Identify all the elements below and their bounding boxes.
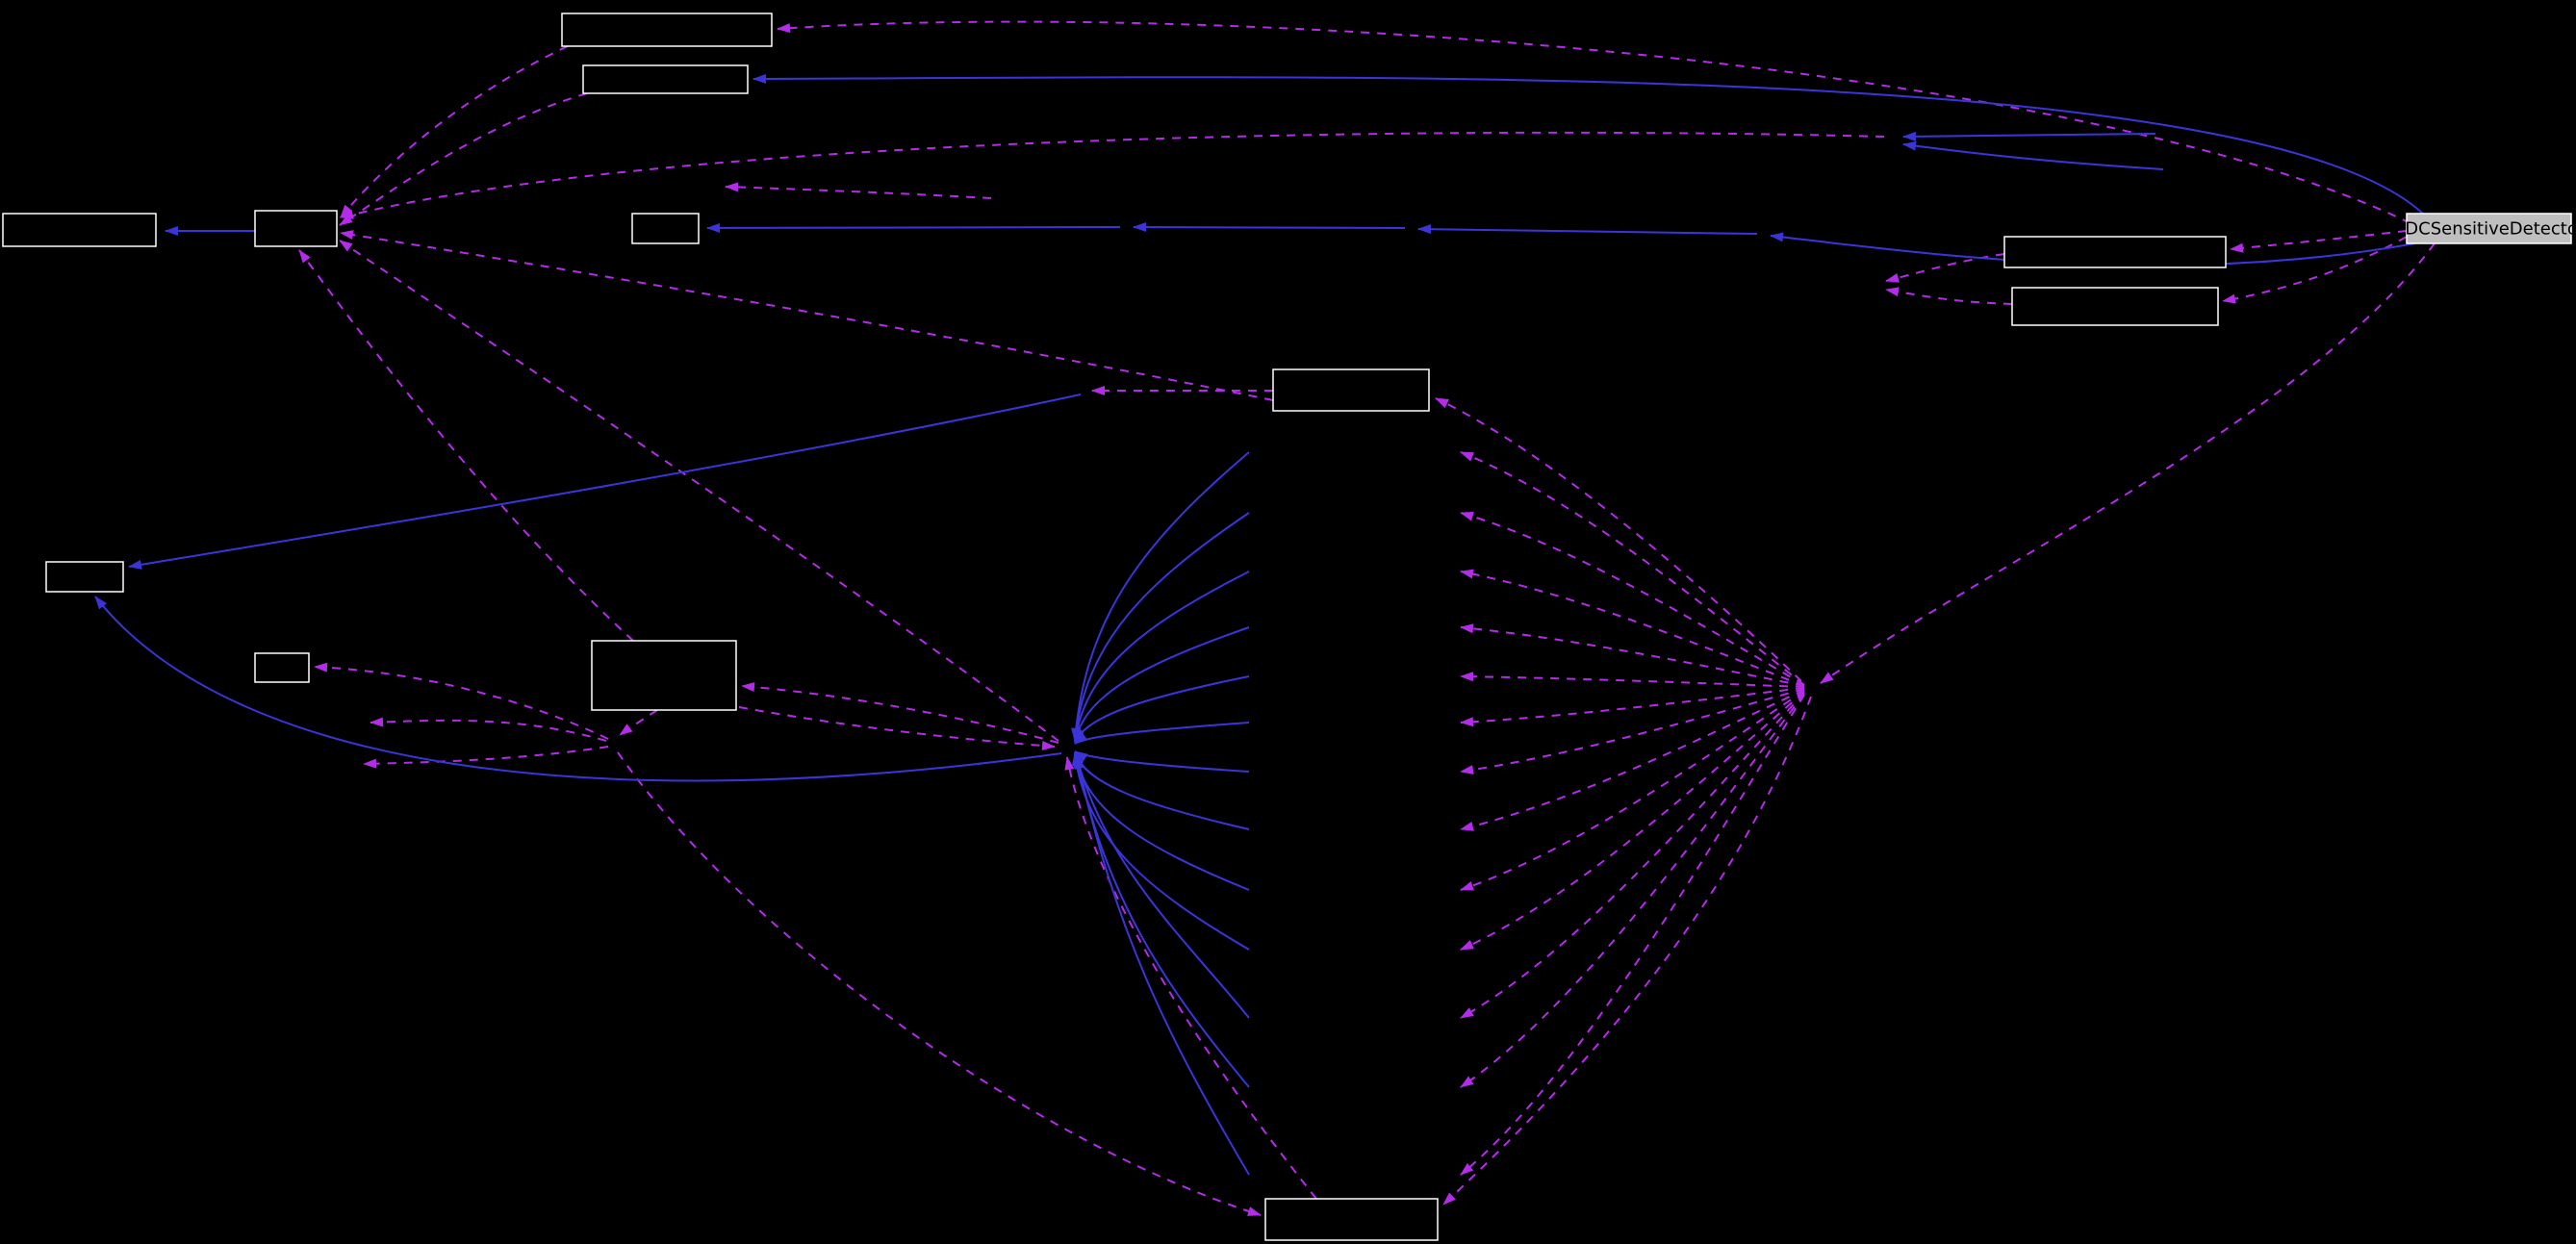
- edge-d-fan-1: [1460, 451, 1805, 686]
- node-cdc-sensitive-detector[interactable]: CDCSensitiveDetector: [2393, 213, 2576, 244]
- edge-d-ctr-hub: [340, 230, 1274, 401]
- edge-s-chain1: [1417, 224, 1758, 235]
- nodes-layer: CDCSensitiveDetector: [2, 13, 2576, 1241]
- edge-s-bfan-7: [1074, 750, 1250, 773]
- edge-d-hubr-bot: [1442, 696, 1812, 1206]
- edge-d-fan-5: [1460, 672, 1805, 688]
- edge-d-top2-hub: [339, 92, 588, 226]
- node-box-box-top-1[interactable]: [561, 13, 773, 47]
- edge-d-f-r1: [2230, 230, 2408, 253]
- edge-d-fan-8: [1460, 689, 1805, 831]
- node-box-box-center[interactable]: [1272, 368, 1430, 412]
- edge-d-fan-2: [1460, 511, 1805, 686]
- edge-d-f-top1: [777, 20, 2411, 224]
- edge-s-bfan-4: [1072, 626, 1250, 743]
- edge-s-inv-j: [128, 394, 1082, 570]
- node-box-left-wide[interactable]: [2, 213, 157, 247]
- edge-d-fan-9: [1460, 690, 1805, 891]
- node-box-box-low-left-1[interactable]: [45, 561, 124, 593]
- edge-d-fan-3: [1460, 569, 1805, 687]
- node-box-box-mid-small[interactable]: [631, 213, 700, 244]
- edge-d-hubk-i1: [370, 717, 607, 742]
- edge-d-bot-hubl: [1064, 756, 1317, 1200]
- edge-s-bfan-1: [1071, 451, 1250, 742]
- node-box-low-left-3[interactable]: [591, 640, 737, 711]
- edge-d-fan-4: [1460, 623, 1805, 687]
- edge-d-hubr-ctr: [1435, 397, 1802, 682]
- edge-d-l3-hubl: [738, 706, 1056, 751]
- edge-d-top1-hub: [340, 45, 569, 218]
- node-box-box-right-2[interactable]: [2011, 287, 2219, 326]
- edge-d-f-hubr: [1820, 242, 2436, 684]
- node-box-right-1[interactable]: [2003, 236, 2227, 268]
- node-box-right-2[interactable]: [2011, 287, 2219, 326]
- edge-s-f-top2: [752, 73, 2426, 216]
- node-box-box-low-left-2[interactable]: [254, 652, 310, 683]
- edge-d-fan-7: [1460, 688, 1805, 775]
- edge-s-bfan-10: [1071, 752, 1250, 951]
- edge-s-chain2: [1133, 222, 1406, 233]
- node-box-low-left-1[interactable]: [45, 561, 124, 593]
- node-box-left-hub[interactable]: [254, 210, 338, 247]
- edge-d-fan-6: [1460, 687, 1805, 727]
- edge-s-bfan-5: [1074, 675, 1250, 744]
- edges-layer: [94, 20, 2436, 1216]
- edge-d-l3-hubk: [619, 709, 658, 736]
- node-box-box-low-left-3[interactable]: [591, 640, 737, 711]
- edge-d-hubk-bot: [617, 751, 1262, 1216]
- edge-d-l3-hub: [298, 249, 634, 642]
- node-box-top-2[interactable]: [582, 64, 749, 94]
- edge-d-fan-10: [1460, 691, 1805, 951]
- edge-s-invt-2: [1902, 140, 2164, 170]
- edge-d-fan-13: [1460, 694, 1805, 1176]
- node-box-center[interactable]: [1272, 368, 1430, 412]
- node-box-box-bottom[interactable]: [1264, 1198, 1439, 1241]
- edge-d-hubk-l2: [314, 662, 609, 740]
- edge-s-hubl-j: [94, 596, 1062, 782]
- node-box-box-right-1[interactable]: [2003, 236, 2227, 268]
- node-box-top-1[interactable]: [561, 13, 773, 47]
- edge-s-bfan-3: [1071, 571, 1250, 743]
- edge-d-f-r2: [2222, 236, 2408, 304]
- edge-d-invt-hub: [340, 131, 1885, 219]
- edge-s-chain3: [706, 222, 1121, 233]
- edge-s-bfan-2: [1071, 512, 1250, 742]
- edge-d-hubk-i2: [363, 746, 609, 769]
- edge-s-invt-1: [1902, 131, 2156, 141]
- node-box-cdc-sensitive-detector[interactable]: [2406, 213, 2572, 244]
- node-box-box-left-hub[interactable]: [254, 210, 338, 247]
- edge-d-hubl-hub: [339, 240, 1059, 742]
- edge-d-fan-11: [1460, 692, 1805, 1019]
- node-box-bottom[interactable]: [1264, 1198, 1439, 1241]
- edge-d-fan-12: [1460, 693, 1805, 1088]
- node-box-box-left-wide[interactable]: [2, 213, 157, 247]
- node-box-box-top-2[interactable]: [582, 64, 749, 94]
- edge-s-bfan-13: [1074, 755, 1250, 1176]
- edge-d-hubl-l3: [741, 682, 1059, 744]
- edge-d-inv-e: [725, 182, 992, 199]
- edge-s-bfan-11: [1074, 753, 1250, 1019]
- edge-s-bfan-8: [1074, 751, 1250, 830]
- node-box-mid-small[interactable]: [631, 213, 700, 244]
- node-box-low-left-2[interactable]: [254, 652, 310, 683]
- edge-s-bfan-6: [1074, 722, 1250, 745]
- edge-d-r2-inv: [1885, 287, 2013, 305]
